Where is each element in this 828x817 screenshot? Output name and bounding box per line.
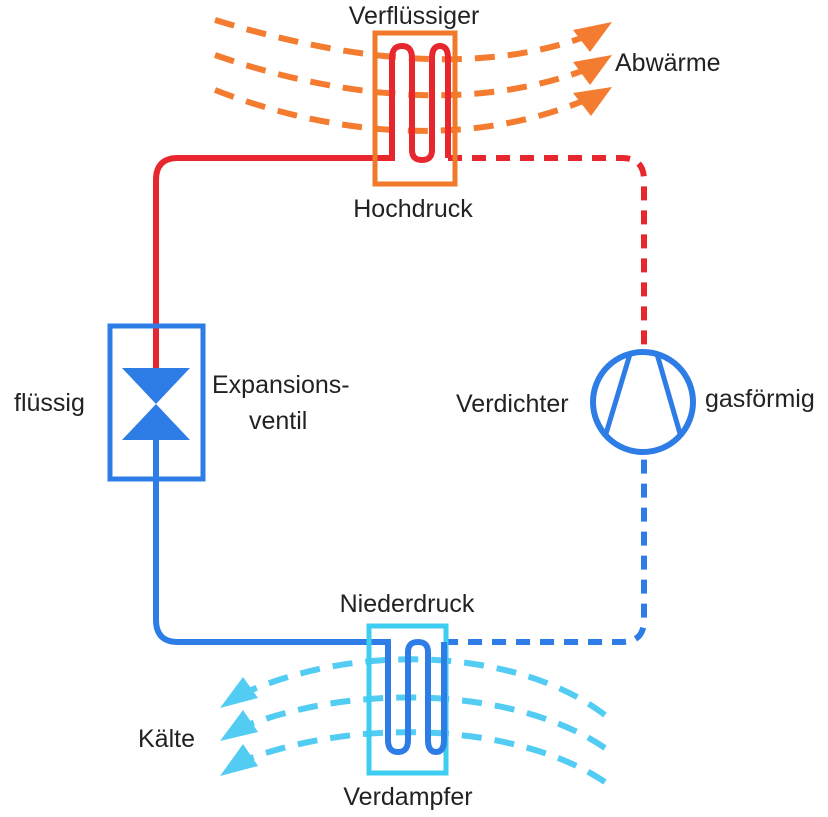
high-pressure-label: Hochdruck bbox=[353, 195, 473, 223]
heat-arrow-2 bbox=[214, 52, 592, 99]
hot-liquid-line bbox=[153, 155, 378, 368]
liquid-label: flüssig bbox=[14, 389, 85, 417]
evaporator-label: Verdampfer bbox=[343, 783, 472, 811]
compressor-label: Verdichter bbox=[456, 390, 569, 418]
heat-arrowhead-3 bbox=[573, 87, 612, 116]
condenser-box bbox=[372, 30, 458, 187]
heat-arrowhead-2 bbox=[573, 55, 612, 85]
cold-arrow-3 bbox=[238, 729, 607, 785]
heat-arrow-3 bbox=[213, 87, 592, 134]
expansion-valve-label-line2: ventil bbox=[249, 407, 307, 435]
condenser bbox=[372, 30, 458, 187]
cold-arrowhead-2 bbox=[220, 710, 258, 741]
expansion-valve-top-triangle bbox=[122, 368, 190, 404]
labels: Verflüssiger Abwärme Hochdruck flüssig E… bbox=[14, 2, 815, 811]
expansion-valve bbox=[107, 323, 206, 482]
heat-arrow-1 bbox=[214, 17, 592, 63]
cold-gas-line bbox=[444, 452, 647, 645]
waste-heat-label: Abwärme bbox=[615, 49, 721, 77]
compressor-symbol bbox=[602, 353, 684, 438]
waste-heat-arrows bbox=[213, 17, 592, 134]
evaporator bbox=[366, 623, 449, 776]
hot-gas-line bbox=[448, 155, 647, 352]
cold-arrowhead-3 bbox=[220, 744, 258, 776]
cold-arrows bbox=[238, 656, 607, 785]
expansion-valve-label-line1: Expansions- bbox=[212, 371, 350, 399]
cold-label: Kälte bbox=[138, 725, 195, 753]
condenser-label: Verflüssiger bbox=[349, 2, 480, 30]
expansion-valve-bottom-triangle bbox=[122, 404, 190, 440]
heat-arrowhead-1 bbox=[573, 22, 612, 52]
cold-arrowheads bbox=[220, 677, 258, 776]
evaporator-coil bbox=[374, 638, 447, 756]
cold-arrow-2 bbox=[238, 694, 607, 751]
compressor bbox=[590, 349, 696, 455]
condenser-coil bbox=[378, 42, 451, 164]
circuit-lines bbox=[153, 155, 647, 645]
expansion-valve-box bbox=[107, 323, 206, 482]
cold-liquid-line bbox=[153, 440, 374, 645]
gaseous-label: gasförmig bbox=[705, 385, 815, 413]
waste-heat-arrowheads bbox=[573, 22, 612, 116]
low-pressure-label: Niederdruck bbox=[340, 590, 475, 618]
cold-arrowhead-1 bbox=[220, 677, 258, 708]
cold-arrow-1 bbox=[238, 656, 607, 718]
compressor-circle bbox=[590, 349, 696, 455]
